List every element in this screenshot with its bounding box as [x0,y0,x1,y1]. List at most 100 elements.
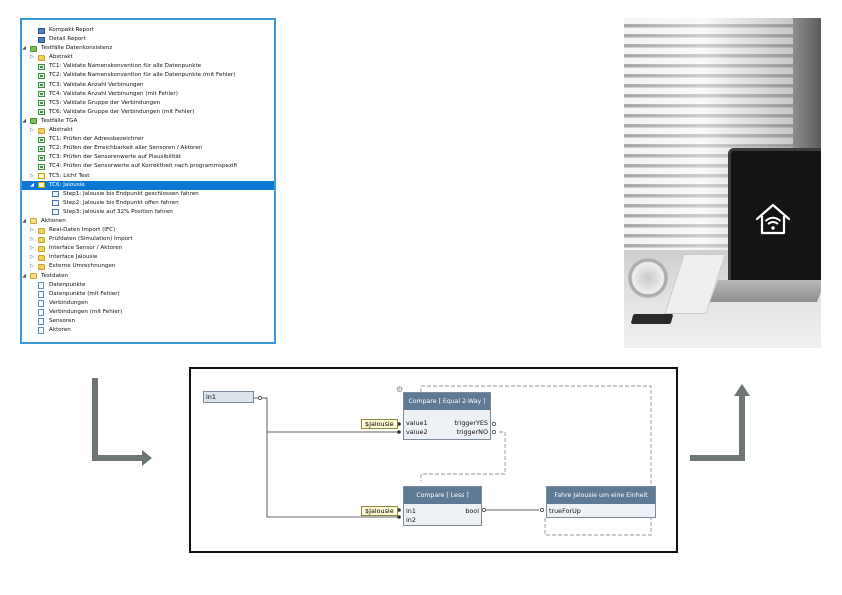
port-trigger-no[interactable]: triggerNO [456,428,488,436]
tree-item-label: Testfälle Datenkonsistenz [41,45,113,52]
tree-item[interactable]: Aktoren [22,326,274,335]
port-in2[interactable]: in2 [406,516,416,524]
action-node[interactable]: Fahre Jalousie um eine Einheit trueForUp [546,486,656,518]
tree-item[interactable]: Sensoren [22,317,274,326]
expand-icon[interactable]: ▷ [30,245,34,252]
expand-icon[interactable]: ▷ [30,227,34,234]
tree-item[interactable]: TC3: Validate Anzahl Verbinungen [22,81,274,90]
expand-icon[interactable]: ▷ [30,172,34,179]
jalousie-tag-2[interactable]: $Jalousie [361,506,398,516]
tree-item[interactable]: TC2: Prüfen der Erreichbarkeit aller Sen… [22,144,274,153]
tree-item[interactable]: TC6: Validate Gruppe der Verbindungen (m… [22,108,274,117]
tree-item[interactable]: TC3: Prüfen der Sensorenwerte auf Plausi… [22,153,274,162]
action-title: Fahre Jalousie um eine Einheit [547,487,655,504]
folder-icon [38,254,45,261]
port-bool[interactable]: bool [465,507,479,515]
tree-item[interactable]: TC1: Prüfen der Adressbezeichner [22,135,274,144]
tree-item[interactable]: TC2: Validate Namenskonvention für alle … [22,71,274,80]
folder-icon [38,54,45,61]
tree-item[interactable]: ▷ Interface Jalousie [22,253,274,262]
tree-item[interactable]: ◢Testdaten [22,272,274,281]
expand-icon[interactable]: ▷ [30,254,34,261]
expand-icon[interactable]: ▷ [30,54,34,61]
file-icon [38,318,44,325]
tree-item-label: Externe Umrechnungen [49,263,116,270]
compare-less-title: Compare [ Less ] [404,487,481,504]
tree-item[interactable]: ▷ Externe Umrechnungen [22,262,274,271]
smart-home-wifi-icon [755,203,791,235]
tree-item[interactable]: TC5: Validate Gruppe der Verbindungen [22,99,274,108]
port-trigger-yes[interactable]: triggerYES [454,419,488,427]
arrow-down-right-icon [92,378,152,466]
tree-item-label: TC5: Licht Test [49,172,90,179]
tree-item[interactable]: Verbindungen (mit Fehler) [22,308,274,317]
tree-item[interactable]: ▷ TC5: Licht Test [22,172,274,181]
tree-item[interactable]: Datenpunkte [22,281,274,290]
folder-icon [30,273,37,280]
tree-item[interactable]: ▷ Real-Daten Import (IFC) [22,226,274,235]
compare-equal-node[interactable]: Compare [ Equal 2-Way ] value1 value2 tr… [403,392,491,440]
tree-item[interactable]: TC4: Validate Anzahl Verbinungen (mit Fe… [22,90,274,99]
tree-item-label: Interface Jalousie [49,254,98,261]
tree-item[interactable]: Step2: Jalousie bis Endpunkt offen fahre… [22,199,274,208]
expand-icon[interactable]: ▷ [30,263,34,270]
tree-item[interactable]: ▷Interface Sensor / Aktoren [22,244,274,253]
report-icon [38,27,45,34]
tree-item-label: Real-Daten Import (IFC) [49,227,116,234]
tree-item-label: TC6: Jalousie [49,181,85,188]
collapse-icon[interactable]: ◢ [30,181,34,188]
tree-item[interactable]: ◢ TC6: Jalousie [22,180,274,190]
tree-item-label: TC2: Prüfen der Erreichbarkeit aller Sen… [49,145,203,152]
tree-item[interactable]: ◢ Testfälle Datenkonsistenz [22,44,274,53]
collapse-icon[interactable]: ◢ [22,45,26,52]
port-value1[interactable]: value1 [406,419,428,427]
port-true-for-up[interactable]: trueForUp [549,507,581,515]
step-icon [52,191,59,198]
tree-item-label: TC2: Validate Namenskonvention für alle … [49,72,236,79]
expand-icon[interactable]: ▷ [30,236,34,243]
logic-diagram: ⚙ in1 $Jalousie $Jalousie Compare [ Equa… [189,367,678,553]
tree-item-label: Datenpunkte [49,281,86,288]
tree-item[interactable]: ▷Prüfdaten (Simulation) Import [22,235,274,244]
tree-item[interactable]: ◢Testfälle TGA [22,117,274,126]
tree-item[interactable]: Step1: Jalousie bis Endpunkt geschlossen… [22,190,274,199]
collapse-icon[interactable]: ◢ [22,117,26,124]
port-in1[interactable]: in1 [406,507,416,515]
port-value2[interactable]: value2 [406,428,428,436]
test-icon [38,136,45,143]
test-icon [38,145,45,152]
compare-less-node[interactable]: Compare [ Less ] in1 in2 bool [403,486,482,526]
jalousie-tag-1[interactable]: $Jalousie [361,419,398,429]
input-in1-label: in1 [206,393,216,401]
tree-item[interactable]: Datenpunkte (mit Fehler) [22,290,274,299]
gear-icon[interactable]: ⚙ [396,385,404,394]
input-in1[interactable]: in1 [203,391,254,403]
tree-item[interactable]: Step3: Jalousie auf 32% Position fahren [22,208,274,217]
tree-item[interactable]: ▷Abstrakt [22,126,274,135]
tree-item[interactable]: Verbindungen [22,299,274,308]
tree-item[interactable]: TC1: Validate Namenskonvention für alle … [22,62,274,71]
test-icon [38,154,45,161]
folder-icon [38,245,45,252]
tree-item[interactable]: ◢Aktionen [22,217,274,226]
tree-item-label: Step2: Jalousie bis Endpunkt offen fahre… [63,199,179,206]
tree-item[interactable]: Detail Report [22,35,274,44]
test-icon [38,72,45,79]
test-icon [38,109,45,116]
group-icon [30,118,37,125]
tree-item[interactable]: TC4: Prüfen der Sensorwerte auf Korrekth… [22,162,274,171]
tree-item-label: Detail Report [49,36,86,43]
tree-item-label: TC4: Prüfen der Sensorwerte auf Korrekth… [49,163,237,170]
expand-icon[interactable]: ▷ [30,127,34,134]
laptop-screen [728,148,821,284]
tree-item-label: Step1: Jalousie bis Endpunkt geschlossen… [63,190,199,197]
tree-item[interactable]: ▷Abstrakt [22,53,274,62]
tree-item-label: Step3: Jalousie auf 32% Position fahren [63,208,173,215]
report-icon [38,36,45,43]
collapse-icon[interactable]: ◢ [22,217,26,224]
tree-item-label: Verbindungen (mit Fehler) [49,308,123,315]
collapse-icon[interactable]: ◢ [22,272,26,279]
tree-item[interactable]: Kompakt Report [22,26,274,35]
